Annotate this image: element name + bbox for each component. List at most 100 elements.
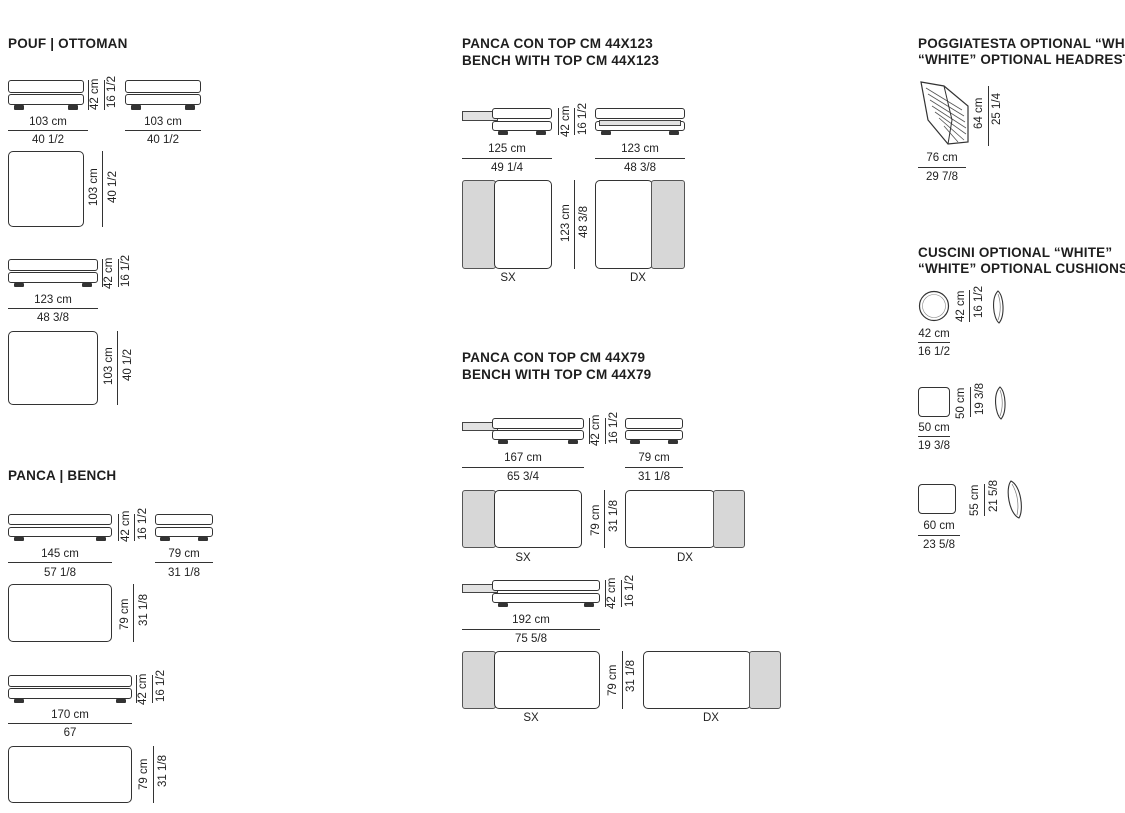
- dimension-line: [8, 562, 112, 563]
- height-in-label: 16 1/2: [155, 670, 167, 702]
- height-in-label: 16 1/2: [106, 76, 118, 108]
- bench-top-123-dx-front: [595, 108, 685, 135]
- bench-top-123-depth-cm: 123 cm: [560, 204, 572, 242]
- height-in-label: 16 1/2: [137, 508, 149, 540]
- dimension-line: [88, 80, 89, 110]
- pouf-plan-depth-in: 40 1/2: [107, 171, 119, 203]
- bench-top-123-dx-plan: [595, 180, 653, 269]
- pouf-depth-cm: 103 cm: [144, 116, 182, 128]
- height-cm-label: 42 cm: [137, 673, 149, 705]
- round-cushion-side: [993, 290, 1004, 324]
- bench-top-79-width-cm: 167 cm: [504, 452, 542, 464]
- bench-top-123-width-cm: 125 cm: [488, 143, 526, 155]
- section-title-panca-79-line1: PANCA CON TOP CM 44X79: [462, 350, 646, 365]
- bench-top-123-width-in: 49 1/4: [491, 162, 523, 174]
- side-label-sx: SX: [523, 712, 539, 724]
- dimension-line: [988, 86, 989, 146]
- bench-top-79-long-depth-in: 31 1/8: [625, 660, 637, 692]
- dimension-line: [558, 108, 559, 135]
- side-label-sx: SX: [500, 272, 516, 284]
- cushion-round-width-in: 16 1/2: [918, 346, 950, 358]
- cushion-round-width-cm: 42 cm: [918, 328, 950, 340]
- bench-long-width-in: 67: [63, 727, 77, 739]
- bench-side-in: 31 1/8: [168, 567, 200, 579]
- bench-long-plan-view: [8, 746, 132, 803]
- section-title-cushions-line1: CUSCINI OPTIONAL “WHITE”: [918, 245, 1113, 260]
- bench-top-79-dx-plan: [625, 490, 715, 548]
- headrest-width-cm: 76 cm: [926, 152, 958, 164]
- height-cm-label: 42 cm: [120, 510, 132, 542]
- bench-top-79-sx-front: [462, 418, 584, 444]
- pouf-depth-in: 40 1/2: [147, 134, 179, 146]
- cushion-square-height-cm: 50 cm: [955, 387, 967, 419]
- rect-cushion-front: [918, 484, 956, 514]
- pouf-width-in: 40 1/2: [32, 134, 64, 146]
- height-in-label: 16 1/2: [624, 575, 636, 607]
- height-in-label: 16 1/2: [120, 255, 132, 287]
- bench-top-123-side-in: 48 3/8: [624, 162, 656, 174]
- dimension-line: [8, 723, 132, 724]
- pouf-large-depth-cm: 103 cm: [103, 347, 115, 385]
- bench-top-79-long-width-cm: 192 cm: [512, 614, 550, 626]
- cushion-square-width-cm: 50 cm: [918, 422, 950, 434]
- dimension-line: [462, 629, 600, 630]
- bench-top-79-dx-top-pad: [713, 490, 745, 548]
- bench-front-view: [8, 514, 112, 541]
- bench-top-79-side-cm: 79 cm: [638, 452, 670, 464]
- square-cushion-side: [995, 386, 1006, 420]
- dimension-line: [8, 130, 88, 131]
- bench-top-79-long-dx-top-pad: [749, 651, 781, 709]
- cushion-square-width-in: 19 3/8: [918, 440, 950, 452]
- dimension-line: [605, 580, 606, 607]
- bench-width-in: 57 1/8: [44, 567, 76, 579]
- height-cm-label: 42 cm: [560, 105, 572, 137]
- pouf-large-width-in: 48 3/8: [37, 312, 69, 324]
- headrest-height-in: 25 1/4: [991, 93, 1003, 125]
- bench-long-depth-in: 31 1/8: [157, 755, 169, 787]
- cushion-round-height-in: 16 1/2: [973, 286, 985, 318]
- dimension-line: [622, 651, 623, 709]
- dimension-line: [118, 514, 119, 541]
- bench-depth-in: 31 1/8: [138, 594, 150, 626]
- dimension-line: [462, 467, 584, 468]
- pouf-large-plan-view: [8, 331, 98, 405]
- dimension-line: [589, 418, 590, 444]
- rect-cushion-side: [1007, 480, 1022, 519]
- section-title-pouf: POUF | OTTOMAN: [8, 36, 128, 51]
- dimension-line: [625, 467, 683, 468]
- pouf-plan-view: [8, 151, 84, 227]
- dimension-line: [918, 535, 960, 536]
- dimension-line: [136, 675, 137, 703]
- section-title-headrest-line2: “WHITE” OPTIONAL HEADREST: [918, 52, 1125, 67]
- headrest-drawing: [920, 81, 969, 145]
- bench-top-79-long-dx-plan: [643, 651, 751, 709]
- cushion-rect-height-in: 21 5/8: [988, 480, 1000, 512]
- bench-plan-view: [8, 584, 112, 642]
- cushion-square-height-in: 19 3/8: [974, 383, 986, 415]
- dimension-line: [118, 259, 119, 287]
- dimension-line: [595, 158, 685, 159]
- dimension-line: [134, 514, 135, 541]
- bench-top-123-sx-plan: [494, 180, 552, 269]
- dimension-line: [574, 180, 575, 269]
- section-title-panca: PANCA | BENCH: [8, 468, 117, 483]
- dimension-line: [970, 387, 971, 417]
- dimension-line: [984, 484, 985, 516]
- dimension-line: [152, 675, 153, 703]
- dimension-line: [969, 290, 970, 322]
- dimension-line: [155, 562, 213, 563]
- section-title-cushions-line2: “WHITE” OPTIONAL CUSHIONS: [918, 261, 1125, 276]
- headrest-height-cm: 64 cm: [973, 97, 985, 129]
- bench-top-123-sx-top-pad: [462, 180, 496, 269]
- bench-depth-cm: 79 cm: [119, 598, 131, 630]
- bench-top-79-long-width-in: 75 5/8: [515, 633, 547, 645]
- side-label-dx: DX: [703, 712, 719, 724]
- bench-top-79-side-front: [625, 418, 683, 444]
- dimension-line: [605, 418, 606, 444]
- headrest-width-in: 29 7/8: [926, 171, 958, 183]
- cushion-rect-width-in: 23 5/8: [923, 539, 955, 551]
- dimension-line: [462, 158, 552, 159]
- dimension-line: [102, 259, 103, 287]
- bench-top-79-depth-cm: 79 cm: [590, 504, 602, 536]
- pouf-width-cm: 103 cm: [29, 116, 67, 128]
